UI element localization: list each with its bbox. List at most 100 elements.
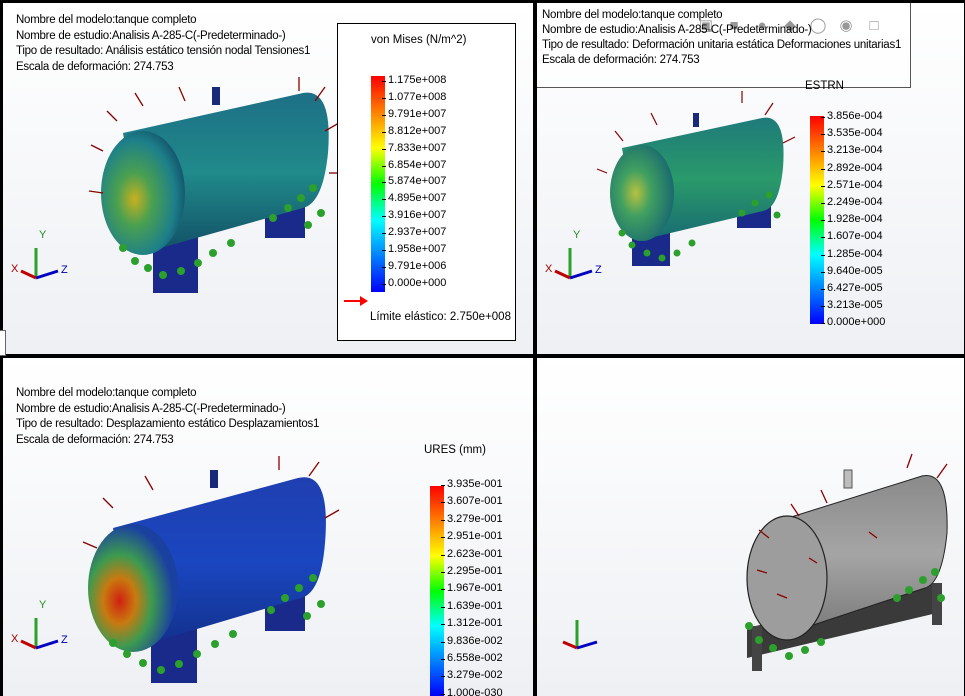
- leg-front: [752, 626, 762, 671]
- legend-value: 2.249e-004: [827, 196, 883, 208]
- legend-title: ESTRN: [805, 80, 844, 92]
- legend-value: 1.958e+007: [388, 243, 447, 255]
- legend-tick: [382, 165, 386, 167]
- legend-tick: [382, 148, 386, 150]
- legend-value: 2.892e-004: [827, 161, 883, 174]
- fixtures: [745, 568, 945, 660]
- deformation-scale: Escala de deformación: 274.753: [542, 54, 700, 66]
- view-orientation-icon[interactable]: ▣: [698, 17, 714, 34]
- legend-value: 0.000e+000: [827, 316, 886, 329]
- edit-appearance-icon[interactable]: ◆: [784, 17, 796, 34]
- tank-head: [88, 524, 178, 652]
- legend-value: 1.967e-001: [447, 582, 503, 595]
- display-style-icon[interactable]: ■: [729, 17, 739, 34]
- legend-value: 0.000e+000: [388, 276, 447, 289]
- legend-tick: [441, 519, 445, 521]
- legend-value: 6.427e-005: [827, 282, 883, 294]
- legend-value: 4.895e+007: [388, 192, 447, 205]
- axis-triad: [20, 248, 59, 280]
- legend-tick: [821, 117, 825, 118]
- legend-tick: [821, 134, 825, 136]
- tank-model-strain[interactable]: [537, 3, 964, 354]
- legend-tick: [441, 676, 445, 678]
- legend-value: 2.295e-001: [447, 565, 503, 577]
- legend-value: 1.639e-001: [447, 599, 503, 612]
- study-name: Nombre de estudio:Analisis A-285-C(-Pred…: [542, 24, 812, 36]
- legend-value: 3.279e-001: [447, 512, 503, 525]
- legend-value: 6.854e+007: [388, 158, 447, 171]
- legend-value: 1.312e-001: [447, 617, 503, 630]
- legend-value: 8.812e+007: [388, 124, 447, 137]
- legend-value: 5.874e+007: [388, 175, 447, 188]
- tank-model-stress[interactable]: [3, 3, 533, 354]
- legend-tick: [821, 271, 825, 273]
- tank-head: [610, 145, 674, 241]
- study-info: Nombre del modelo:tanque completo Nombre…: [16, 13, 310, 75]
- tank-model-displacement[interactable]: [3, 358, 533, 696]
- triad-x-label: X: [545, 263, 553, 275]
- study-name: Nombre de estudio:Analisis A-285-C(-Pred…: [16, 29, 286, 42]
- fixtures: [618, 191, 781, 262]
- triad-y-label: Y: [573, 229, 581, 241]
- legend-value: 3.279e-002: [447, 669, 503, 682]
- legend-value: 2.571e-004: [827, 178, 883, 191]
- legend-value: 1.000e-030: [447, 686, 503, 696]
- legend-tick: [821, 323, 825, 325]
- scene-icon[interactable]: ◯: [809, 17, 827, 34]
- legend-tick: [382, 199, 386, 201]
- triad-z-label: Z: [61, 634, 68, 646]
- legend-tick: [441, 485, 445, 486]
- nozzle: [210, 470, 218, 488]
- tank-head: [746, 515, 828, 641]
- viewport-strain[interactable]: ▣ ■ ● ◆ ◯ ◉ □ Nombre del modelo:tanque c…: [537, 3, 964, 354]
- nozzle: [843, 469, 853, 489]
- view-setting-icon[interactable]: ◉: [839, 17, 853, 34]
- deformation-scale: Escala de deformación: 274.753: [16, 60, 174, 73]
- legend-value: 3.607e-001: [447, 495, 503, 508]
- load-arrows: [82, 456, 340, 549]
- legend-value: 6.558e-002: [447, 652, 503, 664]
- model-name: Nombre del modelo:tanque completo: [16, 387, 197, 399]
- load-arrows: [756, 453, 948, 599]
- legend-tick: [382, 97, 386, 99]
- model-name: Nombre del modelo:tanque completo: [16, 14, 197, 26]
- legend-value: 3.856e-004: [827, 110, 883, 122]
- legend-tick: [382, 114, 386, 116]
- triad-y-label: Y: [39, 599, 47, 611]
- legend-value: 1.607e-004: [827, 230, 883, 243]
- legend-value: 3.935e-001: [447, 478, 503, 490]
- load-arrows: [596, 91, 796, 174]
- leg-back: [932, 583, 942, 625]
- viewport-von-mises[interactable]: Nombre del modelo:tanque completo Nombre…: [3, 3, 533, 354]
- legend-tick: [382, 266, 386, 268]
- result-type: Tipo de resultado: Desplazamiento estáti…: [16, 418, 320, 431]
- display-pane-icon[interactable]: □: [869, 17, 879, 34]
- legend-title: URES (mm): [424, 444, 486, 456]
- tank-head: [101, 131, 185, 255]
- load-arrows: [88, 77, 343, 194]
- nozzle: [212, 87, 220, 105]
- legend-tick: [441, 606, 445, 608]
- legend-tick: [821, 254, 825, 256]
- color-scale-bar: [371, 76, 385, 292]
- legend-tick: [821, 289, 825, 290]
- von-mises-legend[interactable]: von Mises (N/m^2) Límite elástico: 2.750…: [337, 23, 516, 341]
- viewport-splitter-handle[interactable]: [0, 330, 6, 356]
- viewport-displacement[interactable]: Nombre del modelo:tanque completo Nombre…: [3, 358, 533, 696]
- legend-tick: [441, 589, 445, 591]
- legend-tick: [821, 168, 825, 170]
- viewport-model[interactable]: [537, 358, 964, 696]
- legend-tick: [382, 182, 386, 184]
- legend-value: 9.791e+007: [388, 107, 447, 120]
- legend-tick: [441, 554, 445, 556]
- legend-tick: [821, 203, 825, 204]
- hide-show-icon[interactable]: ●: [757, 17, 767, 34]
- color-scale-bar: [810, 116, 824, 324]
- fixtures: [119, 184, 325, 279]
- legend-tick: [382, 81, 386, 82]
- fixtures: [109, 574, 325, 674]
- tank-model-mesh[interactable]: [537, 358, 964, 696]
- heads-up-toolbar[interactable]: ▣ ■ ● ◆ ◯ ◉ □: [697, 15, 883, 37]
- legend-value: 3.916e+007: [388, 209, 447, 222]
- legend-value: 2.951e-001: [447, 530, 503, 543]
